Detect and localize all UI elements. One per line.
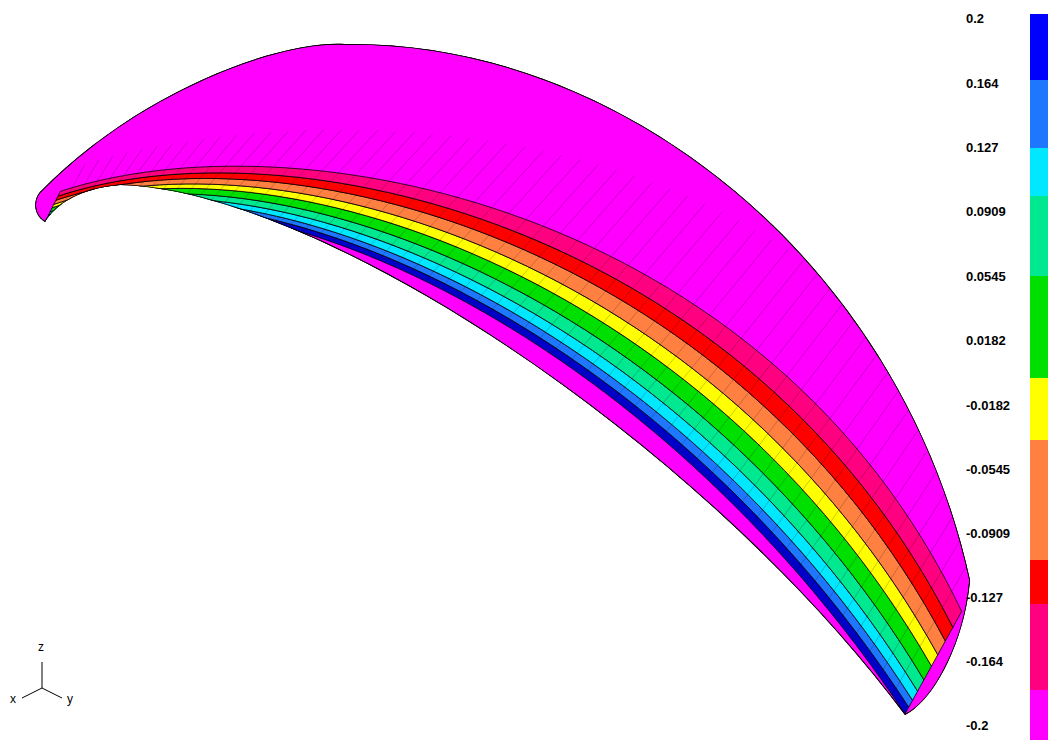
mesh-line xyxy=(677,272,819,451)
mesh-line xyxy=(88,153,127,211)
mesh-line xyxy=(189,133,254,208)
scale-value: -0.0182 xyxy=(966,399,1010,413)
mesh-line xyxy=(599,221,739,388)
mesh-line xyxy=(535,189,670,344)
mesh-line xyxy=(137,141,189,206)
mesh-line xyxy=(737,322,876,508)
mesh-line xyxy=(767,351,903,539)
scale-value: -0.0545 xyxy=(966,463,1010,477)
mesh-line xyxy=(394,143,507,266)
mesh-line xyxy=(363,138,470,254)
mesh-line xyxy=(202,132,271,210)
mesh-line xyxy=(504,176,635,324)
mesh-line xyxy=(273,130,360,224)
mesh-line xyxy=(175,135,237,208)
mesh-line xyxy=(77,156,113,213)
axis-label: z xyxy=(38,640,44,654)
scale-value: 0.0545 xyxy=(966,270,1006,284)
mesh-line xyxy=(332,134,432,242)
mesh-line xyxy=(409,147,525,274)
wing-edge xyxy=(35,44,970,715)
mesh-line xyxy=(782,366,916,555)
wing-surface xyxy=(35,44,998,715)
mesh-line xyxy=(692,284,834,465)
mesh-line xyxy=(879,490,990,676)
mesh-line xyxy=(852,452,971,640)
mesh-line xyxy=(752,337,890,524)
mesh-line xyxy=(661,261,803,438)
mesh-line xyxy=(567,204,705,365)
mesh-line xyxy=(810,399,939,588)
contour-band xyxy=(58,166,962,627)
mesh-line xyxy=(441,155,562,289)
mesh-line xyxy=(100,149,142,209)
mesh-line xyxy=(551,196,687,354)
mesh-line xyxy=(425,151,544,281)
mesh-line xyxy=(348,136,452,248)
mesh-line xyxy=(378,141,488,260)
mesh-line xyxy=(317,132,414,237)
scale-value: 0.2 xyxy=(966,12,984,26)
mesh-line xyxy=(630,240,772,412)
mesh-line xyxy=(162,137,220,207)
mesh-line xyxy=(488,170,617,315)
scale-value: -0.0909 xyxy=(966,527,1010,541)
axis-triad xyxy=(22,662,62,698)
mesh-line xyxy=(456,159,580,297)
scale-value: -0.127 xyxy=(966,591,1003,605)
mesh-line xyxy=(519,182,652,334)
mesh-line xyxy=(244,130,324,217)
mesh-line xyxy=(124,144,172,207)
scale-value: -0.164 xyxy=(966,655,1003,669)
scale-value: -0.2 xyxy=(966,719,988,733)
mesh-line xyxy=(707,296,848,479)
mesh-line xyxy=(302,131,396,232)
scale-value: 0.164 xyxy=(966,77,999,91)
axis-label: x xyxy=(10,692,16,706)
scale-value: 0.0909 xyxy=(966,205,1006,219)
mesh-line xyxy=(866,471,981,658)
scale-value: 0.127 xyxy=(966,141,999,155)
mesh-line xyxy=(216,131,288,212)
mesh-line xyxy=(230,130,306,214)
mesh-line xyxy=(472,164,598,305)
axis-label: y xyxy=(67,692,73,706)
mesh-line xyxy=(614,230,755,400)
mesh-line xyxy=(583,212,722,376)
mesh-line xyxy=(824,416,950,605)
mesh-line xyxy=(112,146,157,207)
mesh-line xyxy=(66,160,99,216)
scale-value: 0.0182 xyxy=(966,334,1006,348)
mesh-line xyxy=(722,309,863,494)
mesh-line xyxy=(258,130,341,221)
mesh-line xyxy=(838,433,961,622)
color-bar xyxy=(1030,14,1048,740)
mesh-line xyxy=(646,250,788,425)
wing-outline xyxy=(35,44,970,715)
mesh-line xyxy=(796,382,928,571)
mesh-line xyxy=(288,130,378,228)
mesh-line xyxy=(55,164,85,219)
mesh-line xyxy=(149,139,204,207)
